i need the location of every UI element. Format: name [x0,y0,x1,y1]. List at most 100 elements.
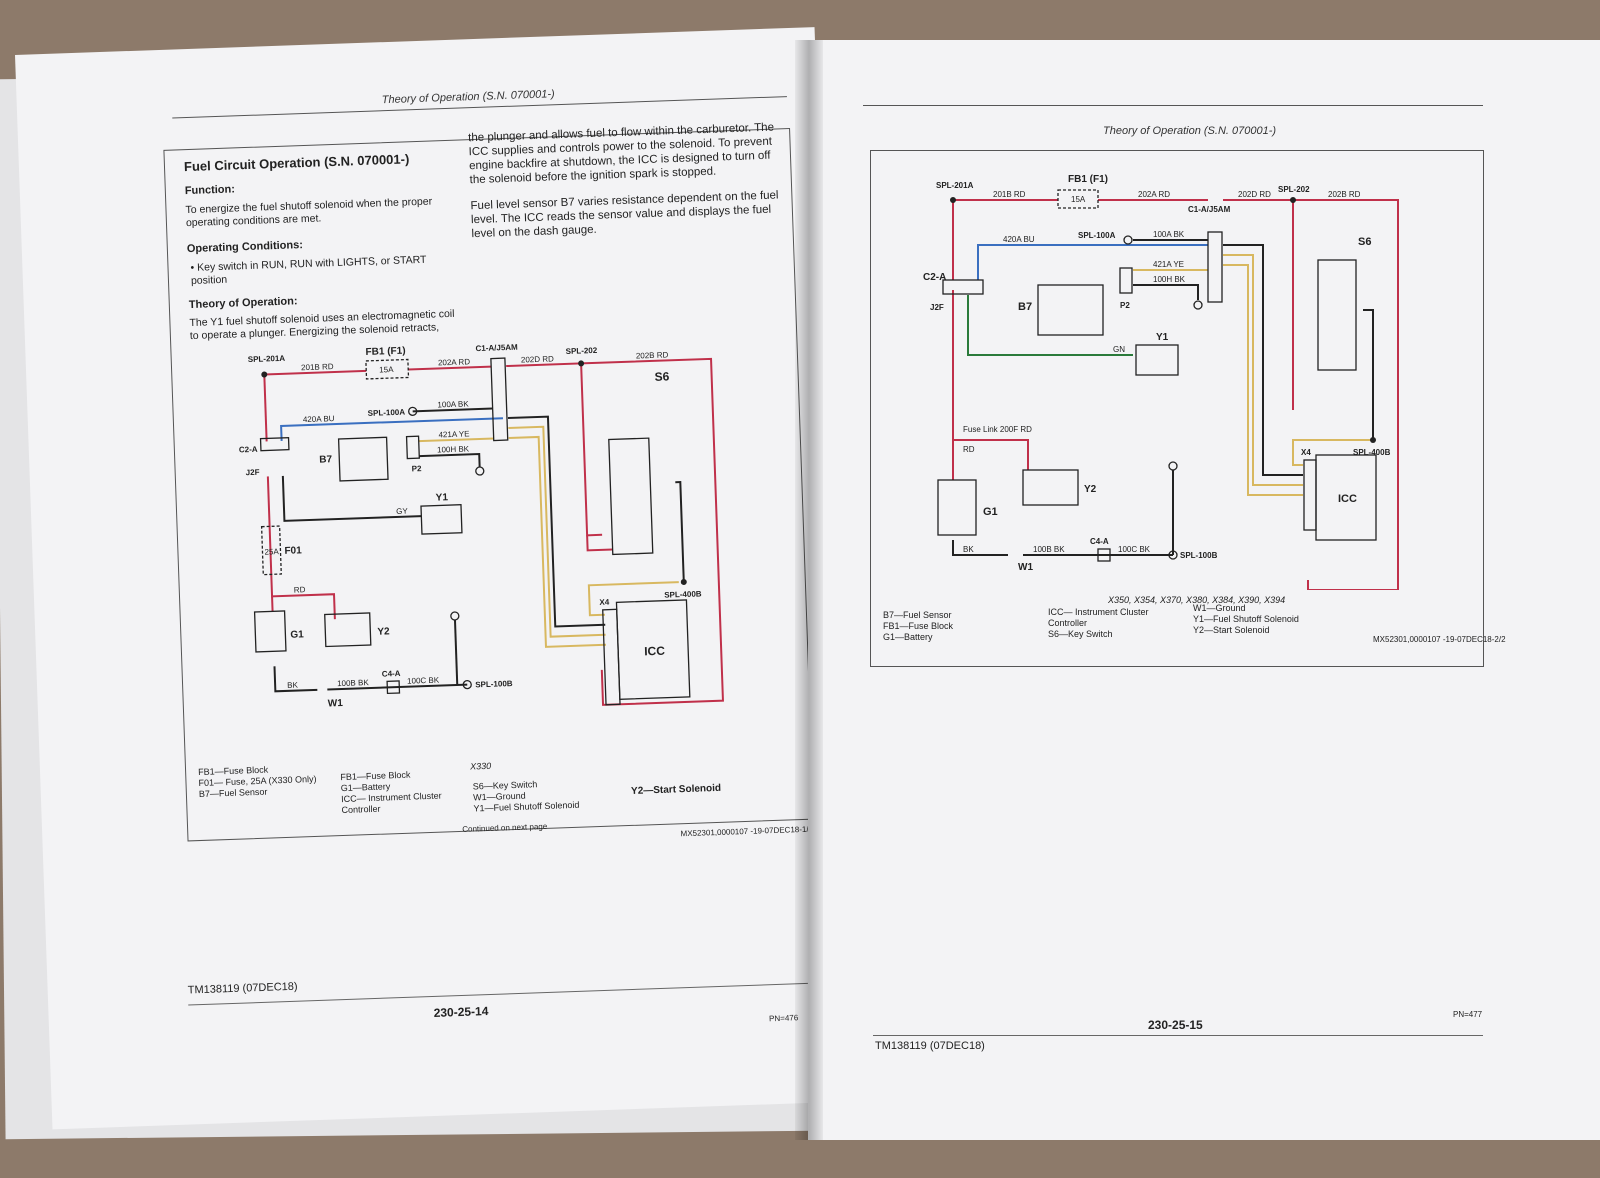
lbl-spl400b: SPL-400B [664,589,702,599]
lbl-x4: X4 [599,598,610,607]
left-legend-col1: FB1—Fuse Block F01— Fuse, 25A (X330 Only… [197,764,317,800]
r-fb1-fuse-block [1057,189,1099,209]
rlbl-j2f: J2F [930,303,944,312]
lbl-w201b: 201B RD [301,362,334,372]
spl-100a-node-3 [450,611,460,621]
rlbl-w202b: 202B RD [1328,190,1361,199]
rlbl-w201b: 201B RD [993,190,1026,199]
c1-connector [490,357,509,442]
r-c4a-connector [1097,548,1111,562]
lbl-w202d: 202D RD [521,354,554,364]
left-legend-col3: S6—Key Switch W1—Ground Y1—Fuel Shutoff … [472,779,580,814]
rlbl-rd: RD [963,445,975,454]
r-p2-connector [1119,267,1133,294]
spl-100a-node [408,406,418,416]
lbl-spl100b: SPL-100B [475,679,513,689]
left-wiring-schematic: SPL-201A FB1 (F1) C1-A/J5AM SPL-202 S6 S… [239,343,724,710]
wire-201b [263,374,268,442]
wire-202d [506,362,603,537]
r-s6-key-switch [1317,259,1357,371]
left-header: Theory of Operation (S.N. 070001-) [381,88,555,107]
lbl-gy: GY [396,507,409,516]
left-legend-col2: FB1—Fuse Block G1—Battery ICC— Instrumen… [340,769,442,816]
r-spl-100a-node-3 [1168,461,1178,471]
spl-100b-node [462,679,472,690]
right-content-frame [870,150,1484,667]
r-y1-solenoid [1135,344,1179,376]
wire-bk-w1 [273,666,318,693]
rw-100h [1133,284,1199,300]
rlbl-w1: W1 [1018,562,1033,573]
rlbl-bk: BK [963,545,974,554]
lbl-w1: W1 [328,698,344,710]
r-spl-201a-junction [950,197,956,203]
r-spl-100a-node [1123,235,1133,245]
lbl-spl100a: SPL-100A [368,408,406,418]
right-doc-id: TM138119 (07DEC18) [875,1040,985,1052]
wire-202a [408,365,492,371]
rlbl-b7: B7 [1018,301,1032,313]
lbl-rd: RD [294,585,306,594]
lbl-spl201a: SPL-201A [248,354,286,364]
r-y2-solenoid [1022,469,1079,506]
continued-note: Continued on next page [462,821,548,834]
left-legend-model: X330 [469,760,492,772]
r-x4-connector [1303,459,1317,531]
book-spine-shadow [795,40,823,1140]
fb1-fuse-block [365,358,410,380]
right-pn: PN=477 [1453,1010,1483,1019]
icc-controller [615,599,691,700]
right-ref-code: MX52301,0000107 -19-07DEC18-2/2 [1373,635,1506,644]
rlbl-x4: X4 [1301,448,1311,457]
right-legend-col2: ICC— Instrument Cluster Controller S6—Ke… [1048,607,1149,639]
rlbl-spl100b: SPL-100B [1180,551,1218,560]
r-spl-202-junction [1290,197,1296,203]
rlbl-y2: Y2 [1084,484,1097,495]
wire-100a [412,407,493,413]
r-spl-100b-node [1168,550,1178,560]
lbl-g1: G1 [290,629,304,640]
rlbl-s6: S6 [1358,236,1371,248]
rlbl-c4a: C4-A [1090,537,1109,546]
rlbl-fuselink: Fuse Link 200F RD [963,425,1032,434]
rw-fuselink [952,290,1029,470]
rw-400g [1292,439,1373,466]
rlbl-y1: Y1 [1156,332,1169,343]
wire-420a [280,417,504,441]
rw-400l [1363,309,1374,440]
lbl-c4a: C4-A [382,669,401,679]
rlbl-f15a: 15A [1071,195,1086,204]
left-page-number: 230-25-14 [433,1004,489,1020]
left-ref-code: MX52301,0000107 -19-07DEC18-1/2 [680,824,814,839]
rw-421b [1223,254,1303,486]
right-footer-rule [873,1035,1483,1036]
right-wiring-schematic: SPL-201A FB1 (F1) C1-A/J5AM SPL-202 S6 S… [923,174,1399,590]
lbl-f01: F01 [284,545,302,557]
left-doc-id: TM138119 (07DEC18) [187,980,298,997]
rw-100e [1223,244,1303,476]
wire-421a [418,437,494,443]
lbl-w202b: 202B RD [636,350,669,360]
r-c1-connector [1207,231,1223,303]
r-b7-sensor [1037,284,1104,336]
spl-202-junction [578,360,585,367]
rw-420b [1223,264,1303,496]
rlbl-w100c: 100C BK [1118,545,1151,554]
rlbl-c2a: C2-A [923,272,946,283]
wire-400g [587,581,679,617]
rlbl-w420a: 420A BU [1003,235,1035,244]
rlbl-fb1: FB1 (F1) [1068,174,1108,185]
lbl-f25a: 25A [264,547,279,557]
spl-400b-junction [680,578,687,585]
rlbl-icc: ICC [1338,493,1357,505]
y1-solenoid [420,504,463,535]
lbl-w100c: 100C BK [407,676,440,686]
wire-420b [508,435,606,648]
lbl-fb1: FB1 (F1) [365,346,405,358]
lbl-c2a: C2-A [239,445,258,455]
rw-420a [977,244,1208,280]
lbl-p2: P2 [412,464,423,473]
function-heading: Function: [184,183,236,198]
c4a-connector [386,680,401,695]
wire-201b-h [264,369,367,376]
